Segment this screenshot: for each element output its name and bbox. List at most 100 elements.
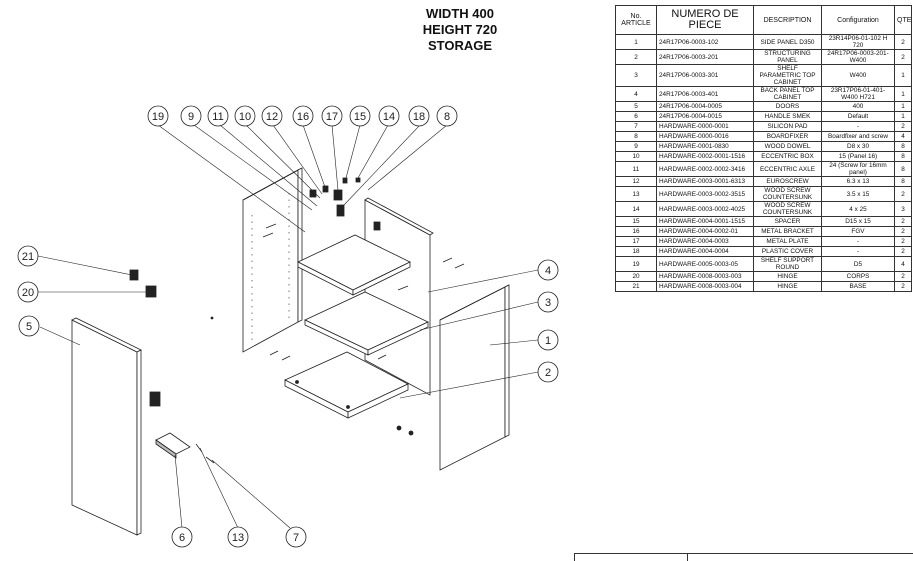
table-cell: W400 <box>821 64 895 87</box>
table-cell: CORPS <box>821 271 895 282</box>
table-cell: 5 <box>615 101 657 112</box>
width-label: WIDTH 400 <box>426 6 494 21</box>
svg-text:7: 7 <box>293 532 299 544</box>
svg-text:5: 5 <box>26 321 32 333</box>
table-cell: 16 <box>615 226 657 237</box>
table-cell: HARDWARE-0000-0016 <box>656 131 754 142</box>
table-cell: 24R17P06-0004-0015 <box>656 111 754 122</box>
table-cell: WOOD SCREW COUNTERSUNK <box>753 201 822 217</box>
table-cell: 24R17P06-0003-102 <box>656 34 754 50</box>
col-article: No. ARTICLE <box>615 5 657 35</box>
table-cell: 17 <box>615 236 657 247</box>
table-cell: 24R17P06-0003-201-W400 <box>821 49 895 65</box>
table-cell: 23R17P06-01-401-W400 H721 <box>821 86 895 102</box>
table-cell: 4 x 25 <box>821 201 895 217</box>
table-cell: WOOD SCREW COUNTERSUNK <box>753 186 822 202</box>
svg-text:8: 8 <box>444 111 450 123</box>
table-cell: 8 <box>894 151 912 162</box>
callout-6: 6 <box>171 526 193 548</box>
table-cell: 2 <box>894 186 912 202</box>
svg-text:2: 2 <box>545 367 551 379</box>
table-cell: 15 <box>615 216 657 227</box>
table-cell: 11 <box>615 161 657 177</box>
height-label: HEIGHT 720 <box>422 22 498 37</box>
table-cell: PLASTIC COVER <box>753 246 822 257</box>
table-cell: 14 <box>615 201 657 217</box>
table-cell: 1 <box>894 111 912 122</box>
svg-text:11: 11 <box>212 111 223 123</box>
table-cell: HANDLE SMEK <box>753 111 822 122</box>
table-cell: - <box>821 121 895 132</box>
svg-text:18: 18 <box>413 111 425 123</box>
table-cell: ECCENTRIC AXLE <box>753 161 822 177</box>
callout-2: 2 <box>537 361 559 383</box>
table-cell: 23R14P06-01-102 H 720 <box>821 34 895 50</box>
svg-text:21: 21 <box>22 251 34 263</box>
callout-8: 8 <box>436 105 458 127</box>
table-cell: SHELF PARAMETRIC TOP CABINET <box>753 64 822 87</box>
table-cell: 8 <box>894 161 912 177</box>
table-cell: HARDWARE-0004-0001-1515 <box>656 216 754 227</box>
table-cell: SHELF SUPPORT ROUND <box>753 256 822 272</box>
table-cell: 2 <box>894 236 912 247</box>
table-cell: SPACER <box>753 216 822 227</box>
table-cell: - <box>821 236 895 247</box>
table-cell: HARDWARE-0003-0002-3515 <box>656 186 754 202</box>
type-label: STORAGE <box>427 38 493 53</box>
table-cell: 2 <box>894 121 912 132</box>
callout-13: 13 <box>227 526 249 548</box>
callout-14: 14 <box>378 105 400 127</box>
table-cell: Default <box>821 111 895 122</box>
table-cell: HARDWARE-0008-0003-004 <box>656 281 754 292</box>
callout-15: 15 <box>349 105 371 127</box>
callout-12: 12 <box>261 105 283 127</box>
table-cell: 8 <box>894 141 912 152</box>
table-cell: 24 (Screw for 16mm panel) <box>821 161 895 177</box>
svg-text:20: 20 <box>22 287 34 299</box>
drawing-title: WIDTH 400 HEIGHT 720 STORAGE <box>395 6 525 54</box>
callout-3: 3 <box>537 291 559 313</box>
table-cell: 400 <box>821 101 895 112</box>
callout-11: 11 <box>207 105 229 127</box>
table-cell: 3.5 x 15 <box>821 186 895 202</box>
table-cell: FGV <box>821 226 895 237</box>
callout-16: 16 <box>292 105 314 127</box>
table-cell: 10 <box>615 151 657 162</box>
table-cell: 1 <box>894 86 912 102</box>
svg-text:1: 1 <box>545 335 551 347</box>
callout-9: 9 <box>180 105 202 127</box>
table-cell: HARDWARE-0003-0001-6313 <box>656 176 754 187</box>
table-cell: STRUCTURING PANEL <box>753 49 822 65</box>
table-cell: HARDWARE-0008-0003-003 <box>656 271 754 282</box>
table-cell: HARDWARE-0004-0004 <box>656 246 754 257</box>
table-cell: D15 x 15 <box>821 216 895 227</box>
table-cell: DOORS <box>753 101 822 112</box>
table-cell: 9 <box>615 141 657 152</box>
svg-text:17: 17 <box>326 111 338 123</box>
table-cell: 2 <box>894 281 912 292</box>
table-cell: 1 <box>894 101 912 112</box>
bill-of-materials-table: No. ARTICLE NUMERO DE PIECE DESCRIPTION … <box>615 5 912 292</box>
shelf <box>304 291 429 356</box>
table-cell: HINGE <box>753 281 822 292</box>
table-cell: 12 <box>615 176 657 187</box>
table-cell: SILICON PAD <box>753 121 822 132</box>
table-cell: 2 <box>894 226 912 237</box>
handle <box>155 432 191 459</box>
table-cell: 13 <box>615 186 657 202</box>
table-cell: HARDWARE-0004-0003 <box>656 236 754 247</box>
table-cell: EUROSCREW <box>753 176 822 187</box>
callout-7: 7 <box>285 526 307 548</box>
leader-lines <box>37 124 539 529</box>
